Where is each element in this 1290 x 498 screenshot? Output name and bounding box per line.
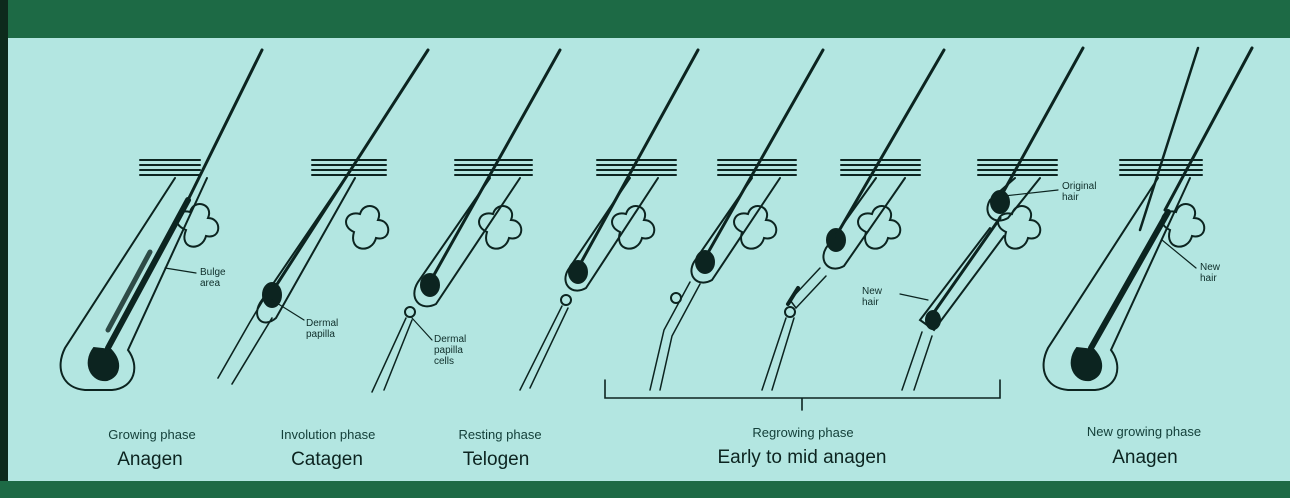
follicle-early-anagen-2 [650, 50, 823, 390]
stage-2-phase: Involution phase [281, 427, 376, 442]
stage-3-phase: Resting phase [458, 427, 541, 442]
follicle-new-anagen [1044, 48, 1252, 390]
stage-2-name: Catagen [291, 449, 363, 471]
skin-surface-strips [140, 160, 1202, 175]
regrowing-bracket [605, 380, 1000, 410]
follicle-mid-anagen-2 [902, 48, 1083, 390]
follicle-anagen [61, 50, 262, 390]
stage-4-phase: Regrowing phase [752, 425, 853, 440]
stage-1-name: Anagen [117, 449, 183, 471]
stage-5-phase: New growing phase [1087, 424, 1201, 439]
stage-5-name: Anagen [1112, 447, 1178, 469]
follicle-mid-anagen-1 [762, 50, 944, 390]
stage-3-name: Telogen [463, 449, 530, 471]
stage-1-phase: Growing phase [108, 427, 195, 442]
stage-4-name: Early to mid anagen [718, 447, 887, 469]
